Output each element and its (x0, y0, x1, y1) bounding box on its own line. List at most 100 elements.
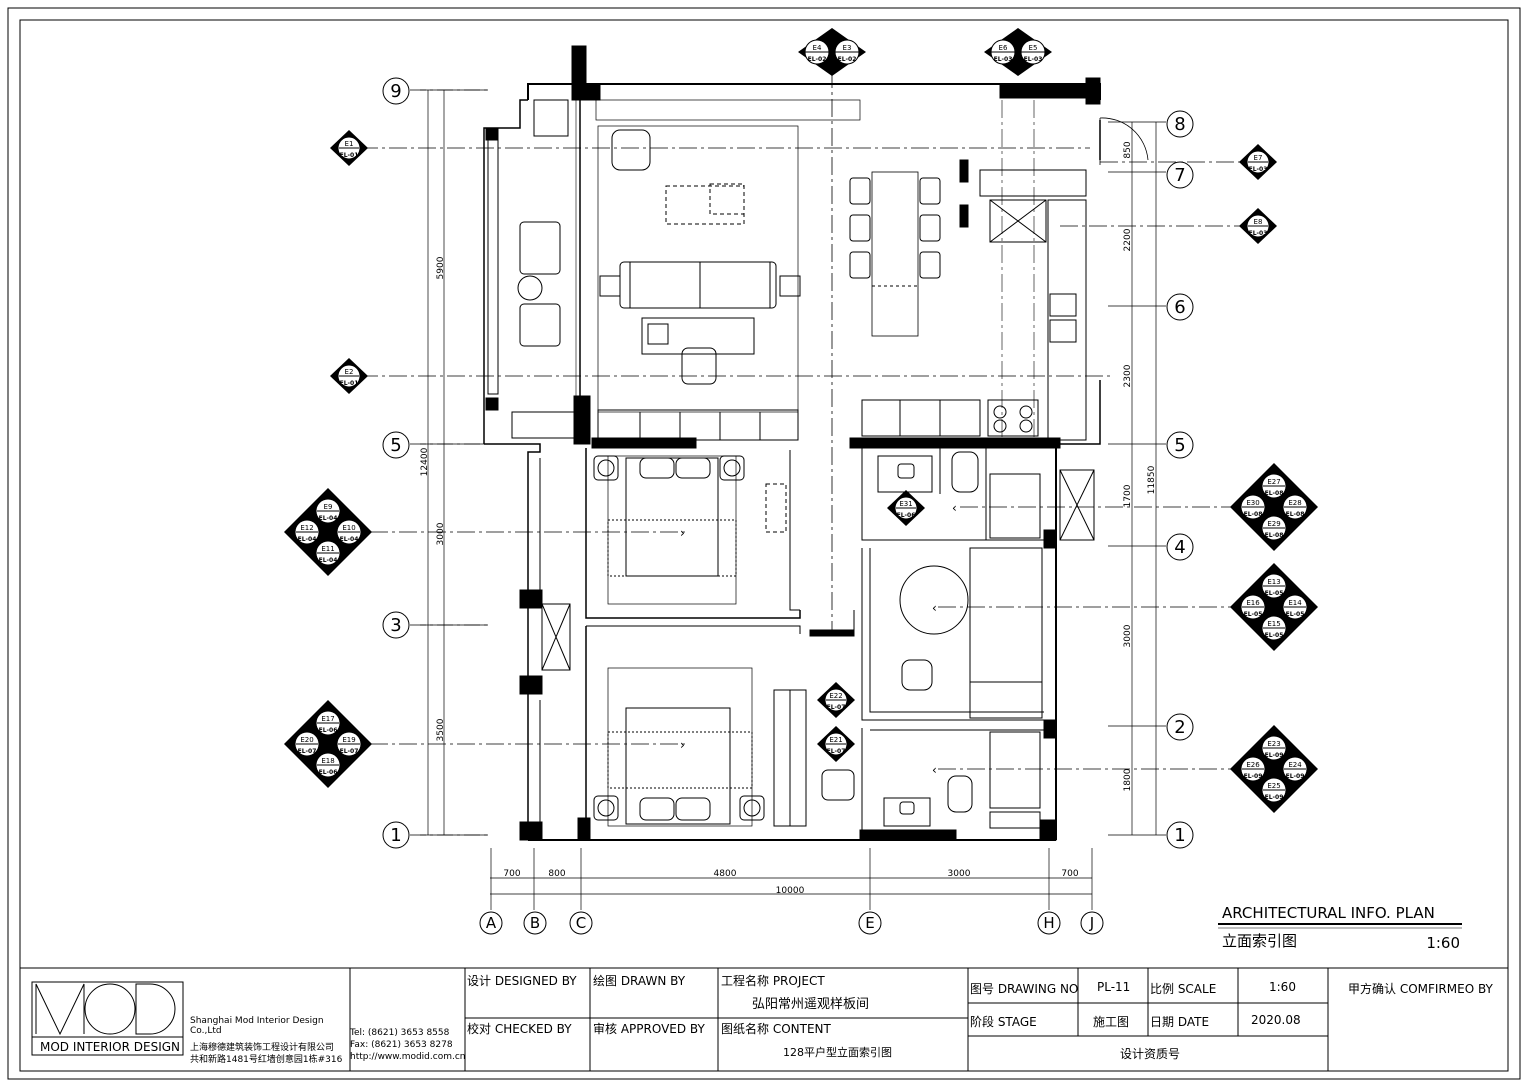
svg-text:E8: E8 (1254, 218, 1263, 226)
svg-text:E5: E5 (1029, 44, 1038, 52)
svg-text:E7: E7 (1254, 154, 1263, 162)
dim-left-total: 12400 (420, 447, 430, 476)
grid-bubble-8: 8 (1166, 110, 1194, 138)
dimension-lines (410, 89, 1166, 910)
svg-text:‹: ‹ (952, 501, 957, 515)
outer-border (7, 7, 1521, 1080)
marker-sheet-E29: EL-08 (1265, 532, 1284, 539)
svg-text:1: 1 (1174, 825, 1185, 846)
inner-border (19, 19, 1509, 1072)
svg-text:EL-07: EL-07 (827, 748, 846, 755)
marker-sheet-E15: EL-05 (1265, 632, 1284, 639)
fax: Fax: (8621) 3653 8278 (350, 1040, 453, 1050)
marker-label-E26: E26 (1246, 761, 1260, 769)
marker-sheet-E24: EL-09 (1286, 773, 1305, 780)
approved-by-label: 审核 APPROVED BY (593, 1022, 705, 1036)
marker-label-E25: E25 (1267, 782, 1280, 790)
marker-sheet-E9: EL-04 (319, 515, 338, 522)
content-value: 128平户型立面索引图 (783, 1046, 892, 1059)
svg-text:EL-06: EL-06 (897, 512, 916, 519)
svg-text:C: C (576, 914, 586, 932)
marker-label-E18: E18 (321, 757, 334, 765)
svg-text:EL-02: EL-02 (838, 56, 857, 63)
dimension-texts: 700 800 4800 3000 700 10000 5900 3000 35… (420, 141, 1157, 896)
grid-bubble-B: B (523, 911, 547, 935)
dim-bottom-700b: 700 (1061, 869, 1078, 879)
svg-text:9: 9 (390, 81, 401, 102)
scale-label: 比例 SCALE (1150, 982, 1217, 996)
company-cn: 上海穆德建筑装饰工程设计有限公司 (190, 1043, 335, 1053)
grid-bubble-6: 6 (1166, 293, 1194, 321)
address: 共和新路1481号红墙创意园1栋#316 (190, 1055, 343, 1065)
marker-sheet-E13: EL-05 (1265, 590, 1284, 597)
svg-text:›: › (680, 738, 685, 752)
stage-label: 阶段 STAGE (970, 1015, 1037, 1029)
svg-text:J: J (1089, 914, 1094, 932)
grid-bubble-5-left: 5 (382, 431, 410, 459)
title-scale: 1:60 (1426, 934, 1460, 952)
marker-sheet-E18: EL-06 (319, 769, 338, 776)
dim-left-3000: 3000 (436, 522, 446, 545)
svg-text:EL-02: EL-02 (808, 56, 827, 63)
svg-text:6: 6 (1174, 297, 1185, 318)
dim-right-2300: 2300 (1123, 364, 1133, 387)
marker-label-E12: E12 (300, 524, 313, 532)
title-sub: 立面索引图 (1222, 932, 1297, 950)
marker-label-E10: E10 (342, 524, 355, 532)
marker-sheet-E16: EL-05 (1244, 611, 1263, 618)
marker-sheet-E25: EL-09 (1265, 794, 1284, 801)
marker-label-E19: E19 (342, 736, 355, 744)
title-main: ARCHITECTURAL INFO. PLAN (1222, 904, 1435, 922)
marker-label-E20: E20 (300, 736, 313, 744)
svg-text:A: A (486, 914, 497, 932)
mod-logo (31, 981, 184, 1056)
svg-text:EL-03: EL-03 (1249, 230, 1268, 237)
grid-bubble-A: A (479, 911, 503, 935)
website: http://www.modid.com.cn (350, 1052, 466, 1062)
svg-text:‹: ‹ (932, 763, 937, 777)
marker-sheet-E11: EL-04 (319, 557, 338, 564)
grid-bubble-3: 3 (382, 611, 410, 639)
marker-lines (360, 147, 1260, 770)
marker-label-E11: E11 (321, 545, 334, 553)
checked-by-label: 校对 CHECKED BY (467, 1022, 572, 1036)
marker-sheet-E14: EL-05 (1286, 611, 1305, 618)
dim-right-2200: 2200 (1123, 228, 1133, 251)
dim-right-3000: 3000 (1123, 624, 1133, 647)
marker-sheet-E30: EL-08 (1244, 511, 1263, 518)
marker-label-E17: E17 (321, 715, 334, 723)
grid-bubble-4: 4 (1166, 533, 1194, 561)
marker-label-E15: E15 (1267, 620, 1280, 628)
dim-bottom-4800: 4800 (714, 869, 737, 879)
svg-text:EL-07: EL-07 (827, 704, 846, 711)
dim-right-1800: 1800 (1123, 768, 1133, 791)
designed-by-label: 设计 DESIGNED BY (467, 974, 577, 988)
svg-text:B: B (530, 914, 540, 932)
marker-label-E14: E14 (1288, 599, 1302, 607)
marker-sheet-E26: EL-09 (1244, 773, 1263, 780)
dim-right-total: 11850 (1147, 465, 1157, 494)
svg-text:E31: E31 (899, 500, 912, 508)
dim-right-850: 850 (1123, 141, 1133, 158)
content-label: 图纸名称 CONTENT (721, 1022, 831, 1036)
svg-text:E4: E4 (813, 44, 822, 52)
grid-bubble-7: 7 (1166, 161, 1194, 189)
svg-text:›: › (680, 526, 685, 540)
grid-bubble-E: E (858, 911, 882, 935)
grid-bubble-C: C (569, 911, 593, 935)
svg-text:E22: E22 (829, 692, 842, 700)
svg-text:E3: E3 (843, 44, 852, 52)
svg-text:5: 5 (1174, 435, 1185, 456)
grid-bubble-5-right: 5 (1166, 431, 1194, 459)
project-label: 工程名称 PROJECT (721, 974, 825, 988)
svg-text:EL-01: EL-01 (340, 152, 359, 159)
